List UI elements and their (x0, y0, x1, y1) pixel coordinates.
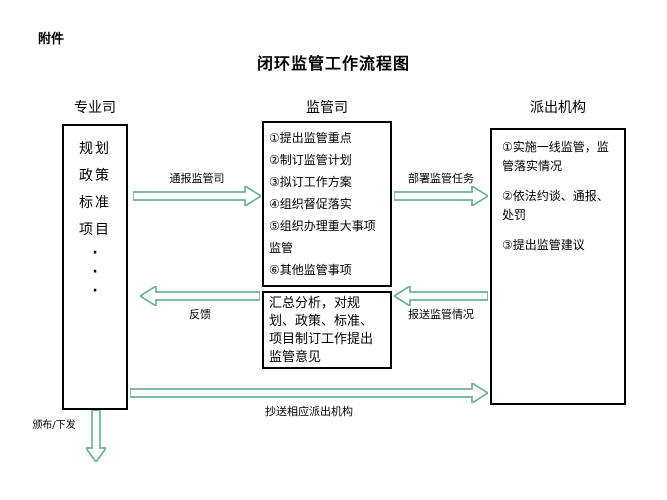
left-box-dot: · (92, 245, 98, 261)
task-item: ⑤组织办理重大事项监管 (269, 219, 376, 255)
task-item: ②制订监管计划 (269, 153, 352, 167)
agency-item: ②依法约谈、通报、处罚 (502, 189, 609, 222)
supervision-tasks-box: ①提出监管重点 ②制订监管计划 ③拟订工作方案 ④组织督促落实 ⑤组织办理重大事… (262, 121, 392, 287)
arrow-notify-shape (133, 186, 261, 206)
arrow-feedback-shape (140, 286, 260, 306)
task-item: ①提出监管重点 (269, 131, 352, 145)
arrow-issue-down (86, 410, 106, 462)
task-item: ③拟订工作方案 (269, 175, 352, 189)
arrow-copy-shape (130, 383, 488, 403)
arrow-label-report: 报送监管情况 (408, 308, 474, 321)
column-header-supervision-dept: 监管司 (306, 100, 348, 116)
summary-analysis-box: 汇总分析，对规划、政策、标准、项目制订工作提出监管意见 (262, 291, 392, 369)
arrow-issue-shape (86, 410, 106, 462)
arrow-report-shape (394, 286, 488, 306)
left-box-dot: · (92, 283, 98, 299)
arrow-label-copy: 抄送相应派出机构 (265, 405, 353, 418)
agency-item: ③提出监管建议 (502, 238, 585, 252)
arrow-label-feedback: 反馈 (189, 308, 211, 321)
agency-item: ①实施一线监管，监管落实情况 (502, 140, 609, 173)
left-box-line: 标准 (79, 195, 111, 211)
arrow-deploy-shape (394, 186, 488, 206)
arrow-notify-right (133, 186, 261, 206)
arrow-label-issue: 颁布/下发 (32, 420, 76, 431)
arrow-deploy-right (394, 186, 488, 206)
professional-dept-box: 规划 政策 标准 项目 · · · (62, 124, 128, 410)
task-item: ④组织督促落实 (269, 197, 352, 211)
column-header-professional-dept: 专业司 (74, 100, 116, 116)
arrow-feedback-left (140, 286, 260, 306)
arrow-report-left (394, 286, 488, 306)
left-box-line: 政策 (79, 168, 111, 184)
arrow-label-deploy: 部署监管任务 (408, 172, 474, 185)
left-box-line: 项目 (79, 222, 111, 238)
column-header-dispatched-agency: 派出机构 (530, 100, 586, 116)
arrow-label-notify: 通报监管司 (169, 172, 225, 185)
attachment-label: 附件 (38, 32, 65, 47)
arrow-copy-right (130, 383, 488, 403)
left-box-line: 规划 (79, 141, 111, 157)
dispatched-agency-box: ①实施一线监管，监管落实情况 ②依法约谈、通报、处罚 ③提出监管建议 (490, 128, 626, 405)
page-title: 闭环监管工作流程图 (256, 54, 410, 73)
task-item: ⑥其他监管事项 (269, 263, 352, 277)
left-box-dot: · (92, 264, 98, 280)
